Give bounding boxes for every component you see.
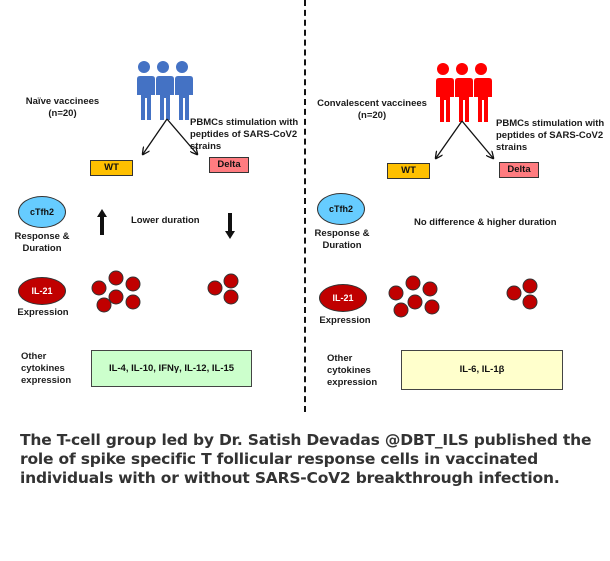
cytokines-line: expression bbox=[21, 375, 72, 386]
cytokines-line: Other bbox=[21, 351, 47, 362]
cell bbox=[522, 294, 538, 310]
wt-il21-cells bbox=[91, 270, 141, 313]
response-note: No difference & higher duration bbox=[414, 217, 557, 228]
branch-arrows bbox=[433, 120, 533, 160]
cell bbox=[422, 281, 438, 297]
il21-ellipse: IL-21 bbox=[18, 277, 66, 305]
strain-wt: WT bbox=[90, 160, 133, 176]
person-group bbox=[136, 61, 193, 120]
group-name: Convalescent vaccinees bbox=[317, 98, 427, 109]
strain-delta: Delta bbox=[209, 157, 249, 173]
group-count: (n=20) bbox=[48, 108, 77, 119]
arrow-to-delta bbox=[166, 118, 197, 154]
group-count: (n=20) bbox=[357, 110, 387, 121]
cell bbox=[108, 289, 124, 305]
cell bbox=[108, 270, 124, 286]
cell bbox=[393, 302, 409, 318]
cell bbox=[96, 297, 112, 313]
cytokines-line: expression bbox=[327, 377, 378, 388]
delta-il21-cells bbox=[506, 278, 538, 310]
cell bbox=[207, 280, 223, 296]
panel-divider bbox=[304, 0, 306, 412]
response-line: Response & bbox=[314, 228, 370, 239]
caption: The T-cell group led by Dr. Satish Devad… bbox=[20, 431, 592, 487]
response-note: Lower duration bbox=[131, 215, 200, 226]
people-icon-red bbox=[435, 63, 492, 122]
ctfh2-ellipse: cTfh2 bbox=[317, 193, 365, 225]
cell bbox=[223, 289, 239, 305]
cytokines-box: IL-4, IL-10, IFNγ, IL-12, IL-15 bbox=[91, 350, 252, 387]
stimulation-line: PBMCs stimulation with bbox=[190, 117, 299, 128]
people-icon-blue bbox=[136, 61, 193, 120]
response-label: Response & Duration bbox=[308, 228, 376, 252]
group-label: Convalescent vaccinees (n=20) bbox=[316, 98, 428, 122]
ctfh2-ellipse: cTfh2 bbox=[18, 196, 66, 228]
strain-delta: Delta bbox=[499, 162, 539, 178]
cell bbox=[125, 276, 141, 292]
cytokines-line: cytokines bbox=[327, 365, 371, 376]
cell bbox=[522, 278, 538, 294]
cytokines-box: IL-6, IL-1β bbox=[401, 350, 563, 390]
down-arrow-icon bbox=[225, 213, 235, 239]
stimulation-line: strains bbox=[496, 142, 528, 153]
cell bbox=[91, 280, 107, 296]
stimulation-text: PBMCs stimulation with peptides of SARS-… bbox=[496, 118, 610, 154]
delta-il21-cells bbox=[207, 273, 239, 305]
arrow-to-wt bbox=[436, 120, 463, 158]
cell bbox=[407, 294, 423, 310]
cell bbox=[223, 273, 239, 289]
stimulation-text: PBMCs stimulation with peptides of SARS-… bbox=[190, 117, 310, 153]
group-name: Naïve vaccinees bbox=[25, 96, 100, 107]
up-arrow-icon bbox=[97, 209, 107, 235]
response-line: Response & bbox=[14, 231, 70, 242]
strain-wt: WT bbox=[387, 163, 430, 179]
response-line: Duration bbox=[322, 240, 362, 251]
expression-label: Expression bbox=[17, 307, 69, 318]
cell bbox=[506, 285, 522, 301]
cytokines-line: cytokines bbox=[21, 363, 65, 374]
arrow-to-wt bbox=[143, 118, 168, 154]
expression-label: Expression bbox=[319, 315, 371, 326]
cell bbox=[125, 294, 141, 310]
stimulation-line: peptides of SARS-CoV2 bbox=[496, 130, 604, 141]
cytokines-line: Other bbox=[327, 353, 353, 364]
cell bbox=[405, 275, 421, 291]
stimulation-line: strains bbox=[190, 141, 222, 152]
response-label: Response & Duration bbox=[8, 231, 76, 255]
cell bbox=[424, 299, 440, 315]
cytokines-label: Other cytokines expression bbox=[21, 351, 71, 387]
branch-arrows bbox=[130, 118, 230, 158]
il21-ellipse: IL-21 bbox=[319, 284, 367, 312]
cytokines-label: Other cytokines expression bbox=[327, 353, 377, 389]
stimulation-line: PBMCs stimulation with bbox=[496, 118, 605, 129]
stimulation-line: peptides of SARS-CoV2 bbox=[190, 129, 298, 140]
cell bbox=[388, 285, 404, 301]
group-label: Naïve vaccinees (n=20) bbox=[20, 96, 105, 120]
wt-il21-cells bbox=[388, 275, 440, 318]
arrow-to-delta bbox=[461, 120, 493, 158]
response-line: Duration bbox=[22, 243, 62, 254]
person-group bbox=[435, 63, 492, 122]
